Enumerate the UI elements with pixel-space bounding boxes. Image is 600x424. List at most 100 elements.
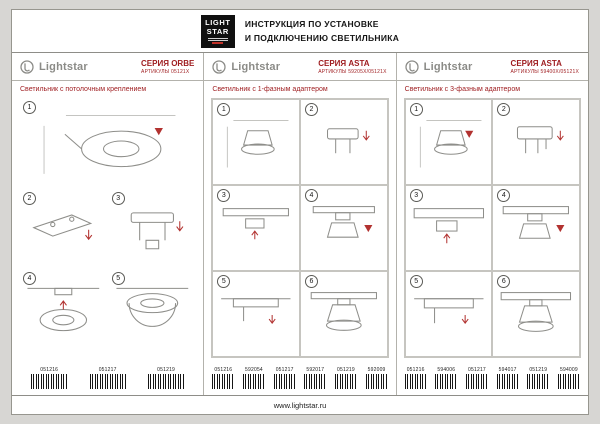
step-cell: 3 — [404, 185, 493, 271]
step-number: 3 — [217, 189, 231, 202]
diagram-adapter — [326, 128, 370, 154]
column-orbe: Lightstar СЕРИЯ ORBE АРТИКУЛЫ 05121Х Све… — [12, 53, 204, 395]
barcode-stripes — [496, 374, 519, 389]
diagram-track-channel — [221, 298, 291, 325]
column-asta-1phase: Lightstar СЕРИЯ ASTA АРТИКУЛЫ 59205Х/051… — [203, 53, 396, 395]
column-subtitle: Светильник с 1-фазным адаптером — [212, 86, 328, 93]
step-number: 2 — [304, 103, 318, 116]
barcode: 051217 — [89, 367, 126, 389]
step-number: 4 — [497, 189, 511, 202]
barcode-row: 051216 594006 051217 594017 051219 59400… — [397, 359, 588, 395]
barcode-number: 051217 — [98, 367, 117, 373]
logo-text-light: LIGHT — [205, 17, 231, 27]
diagram-lamp-dimensions — [419, 120, 482, 168]
brand-name: Lightstar — [423, 61, 473, 73]
column-subtitle: Светильник с потолочным креплением — [20, 86, 147, 93]
barcode-number: 592009 — [367, 367, 386, 373]
step-number: 5 — [217, 275, 231, 288]
barcode-stripes — [465, 374, 488, 389]
barcode-number: 051219 — [529, 367, 548, 373]
diagram-adapter — [517, 126, 565, 154]
series-block: СЕРИЯ ASTA АРТИКУЛЫ 59400Х/05121Х — [511, 59, 581, 75]
diagram-bracket-fixing — [130, 212, 184, 250]
diagram-lamp-final — [310, 292, 377, 331]
footer: www.lightstar.ru — [12, 395, 588, 414]
step-number: 5 — [409, 275, 423, 288]
diagram-round-lamp-top — [43, 115, 176, 174]
logo-decor — [207, 38, 228, 45]
step-cell: 1 — [404, 99, 493, 185]
barcode-number: 594006 — [437, 367, 456, 373]
brand-name: Lightstar — [231, 61, 281, 73]
barcode-number: 051219 — [157, 367, 176, 373]
diagram-lamp-on-adapter — [503, 206, 570, 239]
barcode-number: 051219 — [337, 367, 355, 373]
step-cell: 2 — [492, 99, 580, 185]
step-cell: 6 — [299, 271, 388, 357]
barcode-stripes — [242, 374, 265, 389]
step-number: 2 — [23, 192, 36, 206]
column-asta3-header: Lightstar СЕРИЯ ASTA АРТИКУЛЫ 59400Х/051… — [396, 53, 588, 81]
lightstar-logo: LIGHT STAR — [200, 15, 235, 48]
barcode-stripes — [304, 374, 327, 389]
website-url: www.lightstar.ru — [273, 401, 327, 410]
barcode-stripes — [557, 374, 580, 389]
barcode: 592017 — [304, 367, 327, 389]
diagram-adapter-into-track — [223, 208, 290, 240]
barcode: 594006 — [435, 367, 458, 389]
barcode: 051219 — [527, 367, 550, 389]
step-cell: 5 — [212, 271, 300, 357]
step-cell: 3 — [108, 189, 197, 268]
barcode-stripes — [527, 374, 550, 389]
barcode-stripes — [334, 374, 357, 389]
step-cell: 5 — [404, 271, 493, 357]
barcode-stripes — [31, 374, 68, 389]
diagram-adapter-into-track — [413, 208, 484, 244]
series-block: СЕРИЯ ORBE АРТИКУЛЫ 05121Х — [141, 59, 196, 75]
steps-asta3: 1 2 — [397, 95, 588, 359]
barcode-number: 051217 — [468, 367, 486, 373]
step-number: 6 — [304, 275, 318, 288]
column-orbe-header: Lightstar СЕРИЯ ORBE АРТИКУЛЫ 05121Х — [12, 53, 204, 81]
series-articles: АРТИКУЛЫ 59205Х/05121Х — [318, 68, 387, 75]
barcode: 592054 — [242, 367, 265, 389]
step-number: 1 — [217, 103, 231, 116]
diagram-lamp-installed — [116, 287, 188, 327]
barcode: 051219 — [148, 367, 185, 389]
logo-text-star: STAR — [206, 26, 229, 36]
step-cell: 4 — [492, 185, 580, 271]
barcode-stripes — [273, 374, 296, 389]
step-number: 4 — [23, 271, 36, 285]
barcode-number: 051216 — [214, 367, 233, 373]
barcode-stripes — [435, 374, 458, 389]
series-name: СЕРИЯ ASTA — [318, 59, 370, 69]
barcode-stripes — [365, 374, 388, 389]
diagram-lamp-final — [500, 292, 572, 332]
step-number: 5 — [111, 271, 125, 285]
series-block: СЕРИЯ ASTA АРТИКУЛЫ 59205Х/05121Х — [318, 59, 388, 75]
barcode-stripes — [404, 374, 427, 389]
series-articles: АРТИКУЛЫ 59400Х/05121Х — [510, 68, 579, 75]
lightstar-ring-icon — [20, 60, 34, 74]
step-number: 2 — [497, 103, 511, 116]
columns: Lightstar СЕРИЯ ORBE АРТИКУЛЫ 05121Х Све… — [12, 53, 588, 395]
barcode-stripes — [148, 374, 185, 389]
lightstar-ring-icon — [405, 60, 419, 74]
barcode-stripes — [89, 374, 126, 389]
step-number: 6 — [497, 275, 511, 288]
barcode-number: 051216 — [40, 367, 59, 373]
title-line-1: ИНСТРУКЦИЯ ПО УСТАНОВКЕ — [244, 18, 379, 29]
column-subtitle: Светильник с 3-фазным адаптером — [404, 86, 521, 93]
step-cell: 2 — [19, 189, 108, 268]
series-name: СЕРИЯ ORBE — [141, 59, 195, 69]
title-line-2: И ПОДКЛЮЧЕНИЮ СВЕТИЛЬНИКА — [244, 32, 400, 43]
barcode-row: 051216 592054 051217 592017 051219 59200… — [204, 359, 395, 395]
step-cell: 5 — [108, 269, 197, 356]
instruction-sheet: LIGHT STAR ИНСТРУКЦИЯ ПО УСТАНОВКЕ И ПОД… — [11, 9, 589, 415]
barcode: 594017 — [496, 367, 519, 389]
barcode: 051217 — [273, 367, 296, 389]
step-number: 1 — [23, 101, 36, 114]
barcode: 051216 — [212, 367, 235, 389]
step-number: 3 — [409, 189, 423, 202]
step-cell: 4 — [299, 185, 388, 271]
